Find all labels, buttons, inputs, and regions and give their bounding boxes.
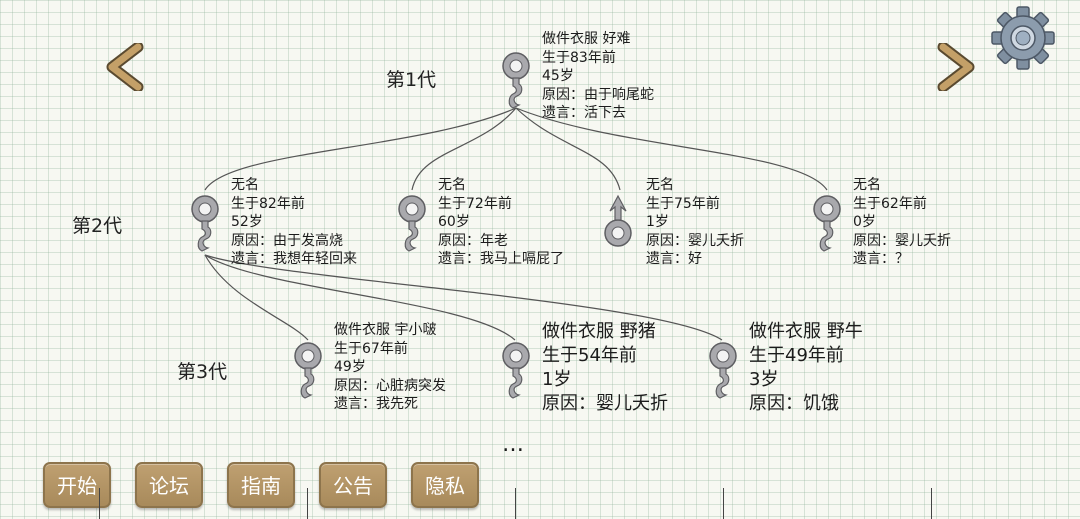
- person-last-words: 遗言：我马上嗝屁了: [438, 251, 564, 267]
- person-node[interactable]: 无名 生于75年前 1岁 原因：婴儿夭折 遗言：好: [601, 177, 801, 273]
- female-symbol-icon: [191, 195, 219, 252]
- person-cause: 原因：饥饿: [749, 393, 839, 414]
- tree-line: [411, 107, 517, 191]
- female-symbol-icon: [294, 342, 322, 399]
- male-symbol-icon: [604, 194, 632, 247]
- tree-line: [515, 107, 621, 191]
- person-born: 生于49年前: [749, 345, 844, 366]
- generation-2-label: 第2代: [72, 215, 123, 237]
- person-born: 生于83年前: [542, 49, 616, 66]
- person-name: 做件衣服 野牛: [749, 321, 863, 342]
- forum-button[interactable]: 论坛: [135, 462, 203, 508]
- person-name: 做件衣服 宇小啵: [334, 322, 437, 338]
- person-age: 1岁: [542, 369, 572, 390]
- person-name: 做件衣服 野猪: [542, 321, 656, 342]
- person-node[interactable]: 无名 生于72年前 60岁 原因：年老 遗言：我马上嗝屁了: [393, 177, 593, 273]
- divider: [515, 488, 516, 519]
- person-name: 无名: [646, 177, 674, 193]
- person-node[interactable]: 做件衣服 野猪 生于54年前 1岁 原因：婴儿夭折: [497, 321, 697, 420]
- announcement-button[interactable]: 公告: [319, 462, 387, 508]
- person-node[interactable]: 无名 生于62年前 0岁 原因：婴儿夭折 遗言：？: [808, 177, 1008, 273]
- person-age: 3岁: [749, 369, 779, 390]
- female-symbol-icon: [502, 342, 530, 399]
- divider: [307, 488, 308, 519]
- chevron-left-icon[interactable]: [104, 43, 146, 91]
- generation-1-label: 第1代: [386, 69, 437, 91]
- tree-line: [204, 254, 516, 341]
- tree-line: [204, 254, 723, 341]
- person-age: 1岁: [646, 214, 669, 230]
- divider: [99, 488, 100, 519]
- female-symbol-icon: [813, 195, 841, 252]
- guide-button[interactable]: 指南: [227, 462, 295, 508]
- person-node[interactable]: 做件衣服 野牛 生于49年前 3岁 原因：饥饿: [704, 321, 904, 420]
- more-indicator: …: [502, 432, 525, 457]
- tree-line: [204, 107, 517, 191]
- female-symbol-icon: [709, 342, 737, 399]
- chevron-right-icon[interactable]: [935, 43, 977, 91]
- person-age: 52岁: [231, 214, 263, 230]
- person-name: 做件衣服 好难: [542, 31, 631, 47]
- person-cause: 原因：婴儿夭折: [853, 232, 951, 249]
- person-last-words: 遗言：？: [853, 251, 909, 267]
- female-symbol-icon: [398, 195, 426, 252]
- person-age: 49岁: [334, 359, 366, 375]
- person-cause: 原因：婴儿夭折: [646, 232, 744, 249]
- tree-line: [515, 107, 828, 191]
- person-node[interactable]: 做件衣服 好难 生于83年前 45岁 原因：由于响尾蛇 遗言：活下去: [497, 31, 677, 140]
- person-name: 无名: [853, 177, 881, 193]
- female-symbol-icon: [502, 52, 530, 109]
- person-last-words: 遗言：好: [646, 251, 702, 267]
- generation-3-label: 第3代: [177, 361, 228, 383]
- divider: [723, 488, 724, 519]
- person-last-words: 遗言：活下去: [542, 105, 626, 121]
- person-born: 生于54年前: [542, 345, 637, 366]
- person-born: 生于75年前: [646, 195, 720, 212]
- person-born: 生于67年前: [334, 340, 408, 357]
- person-node[interactable]: 做件衣服 宇小啵 生于67年前 49岁 原因：心脏病突发 遗言：我先死: [289, 322, 489, 420]
- person-node[interactable]: 无名 生于82年前 52岁 原因：由于发高烧 遗言：我想年轻回来: [186, 177, 386, 273]
- divider: [931, 488, 932, 519]
- tree-line: [204, 254, 309, 341]
- person-age: 60岁: [438, 214, 470, 230]
- person-born: 生于72年前: [438, 195, 512, 212]
- person-last-words: 遗言：我先死: [334, 396, 418, 412]
- gear-icon[interactable]: [990, 5, 1056, 71]
- person-cause: 原因：由于发高烧: [231, 232, 343, 249]
- person-cause: 原因：由于响尾蛇: [542, 86, 654, 103]
- person-name: 无名: [231, 177, 259, 193]
- person-born: 生于82年前: [231, 195, 305, 212]
- person-cause: 原因：婴儿夭折: [542, 393, 668, 414]
- person-name: 无名: [438, 177, 466, 193]
- person-born: 生于62年前: [853, 195, 927, 212]
- person-age: 0岁: [853, 214, 876, 230]
- person-age: 45岁: [542, 68, 574, 84]
- privacy-button[interactable]: 隐私: [411, 462, 479, 508]
- person-cause: 原因：年老: [438, 232, 508, 249]
- person-last-words: 遗言：我想年轻回来: [231, 251, 357, 267]
- start-button[interactable]: 开始: [43, 462, 111, 508]
- person-cause: 原因：心脏病突发: [334, 377, 446, 394]
